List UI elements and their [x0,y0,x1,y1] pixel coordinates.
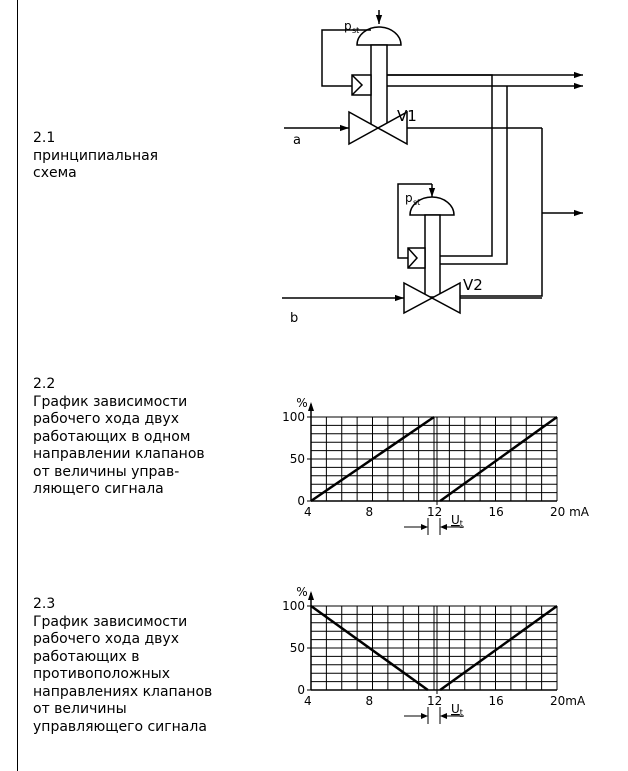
actuator1-label: p [344,19,352,33]
x-tick-label: 8 [366,694,374,708]
page-margin-rule [17,0,18,771]
deadband-label-sub: t [460,519,463,528]
caption-line: схема [33,165,77,181]
x-tick-label: 8 [366,505,374,519]
actuator1-label-sub: st [352,26,359,35]
series-line [439,415,558,503]
x-tick-label: 20 mA [550,505,590,519]
x-tick-label: 12 [427,505,442,519]
input-b-label: b [290,311,298,326]
caption-line: управляющего сигнала [33,718,207,735]
caption-line: от величины [33,701,127,717]
y-axis-label: % [296,396,307,410]
caption-line: рабочего хода двух [33,631,179,647]
signal-lines [387,71,583,297]
deadband-arrow-head [421,524,428,530]
caption-line: ляющего сигнала [33,481,164,497]
x-tick-label: 16 [489,505,504,519]
deadband-arrow-head [421,713,428,719]
caption-line: График зависимости [33,393,188,410]
caption-line: работающих в [33,648,140,665]
x-tick-label: 4 [304,694,312,708]
caption-line: рабочего хода двух [33,411,179,427]
x-tick-label: 12 [427,694,442,708]
y-tick-label: 100 [282,410,305,424]
y-axis-arrow [308,591,314,600]
y-tick-label: 50 [290,641,305,655]
caption-line: принципиальная [33,147,159,164]
valve1-actuator: p st [321,10,402,129]
deadband-arrow-head [440,713,447,719]
actuator2-label: p [405,191,413,205]
caption-line: направлениях клапанов [33,683,213,700]
valve1-body: V1 a [284,107,542,148]
series-line [310,415,435,503]
y-axis-label: % [296,585,307,599]
caption-line: График зависимости [33,613,188,630]
deadband-label: Ut [451,702,463,717]
caption-line: направлении клапанов [33,446,205,462]
deadband-label-sub: t [460,708,463,717]
actuator2-label-sub: st [413,198,420,207]
caption-number: 2.3 [33,596,56,612]
valve2-label: V2 [463,276,483,294]
caption-2-3: 2.3 График зависимости рабочего хода дву… [33,596,212,736]
caption-line: от величины управ- [33,463,180,480]
deadband-label: Ut [451,513,463,528]
x-tick-label: 4 [304,505,312,519]
y-tick-label: 0 [297,683,305,697]
valve2-actuator: p st [397,183,455,298]
y-axis-arrow [308,402,314,411]
y-tick-label: 0 [297,494,305,508]
x-tick-label: 20mA [550,694,586,708]
valve2-body: V2 b [282,276,542,326]
schematic-diagram: p st V1 a p st V2 b [282,10,583,326]
caption-number: 2.1 [33,130,56,146]
series-line [310,604,429,692]
y-tick-label: 100 [282,599,305,613]
caption-line: работающих в одном [33,428,191,445]
series-line [439,604,558,692]
y-tick-label: 50 [290,452,305,466]
input-a-label: a [293,133,301,148]
valve1-label: V1 [397,107,417,125]
caption-number: 2.2 [33,376,56,392]
caption-2-1: 2.1 принципиальная схема [33,130,158,183]
caption-2-2: 2.2 График зависимости рабочего хода дву… [33,376,205,499]
x-tick-label: 16 [489,694,504,708]
caption-line: противоположных [33,666,171,682]
deadband-arrow-head [440,524,447,530]
